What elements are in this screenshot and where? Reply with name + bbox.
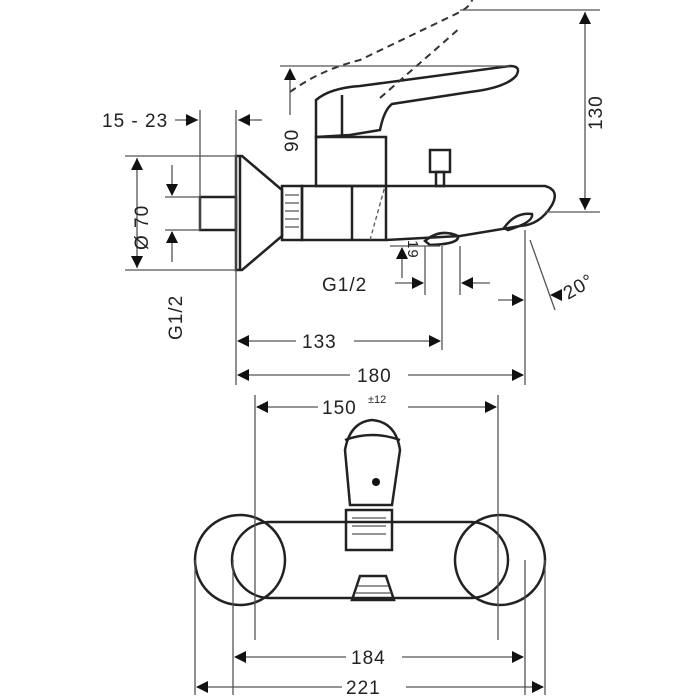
dim-spout-height-label: 19 (404, 240, 421, 259)
dim-centers-tolerance-label: ±12 (368, 394, 386, 406)
lever-front (343, 418, 402, 507)
dim-depth-short-label: 133 (302, 332, 337, 353)
dim-height-label: 130 (586, 95, 607, 130)
dim-width-inner-label: 184 (351, 648, 386, 669)
right-flange (453, 513, 547, 607)
dim-offset-label: 15 - 23 (102, 111, 168, 132)
spout-outlet (350, 574, 396, 602)
left-flange (193, 513, 287, 607)
dim-centers-label: 150 (322, 398, 357, 419)
body-front (230, 520, 510, 600)
connector-nut (198, 195, 238, 232)
lever-handle (314, 64, 520, 139)
dim-thread-bottom-label: G1/2 (322, 275, 367, 296)
wall-flange (234, 154, 284, 272)
front-view: 150 ±12 184 221 (193, 394, 547, 699)
side-view: 15 - 23 90 130 Ø 70 G1/2 19 G1/2 20° 133… (102, 0, 607, 387)
dim-diameter-label: Ø 70 (132, 205, 153, 250)
dim-lever-label: 90 (282, 129, 303, 152)
dim-depth-total-label: 180 (357, 366, 392, 387)
spout (385, 184, 557, 242)
aerator (423, 231, 460, 247)
mixer-body (300, 184, 388, 242)
dim-width-total-label: 221 (346, 678, 381, 699)
dim-thread-left-label: G1/2 (166, 295, 187, 340)
dim-angle-label: 20° (560, 270, 598, 304)
